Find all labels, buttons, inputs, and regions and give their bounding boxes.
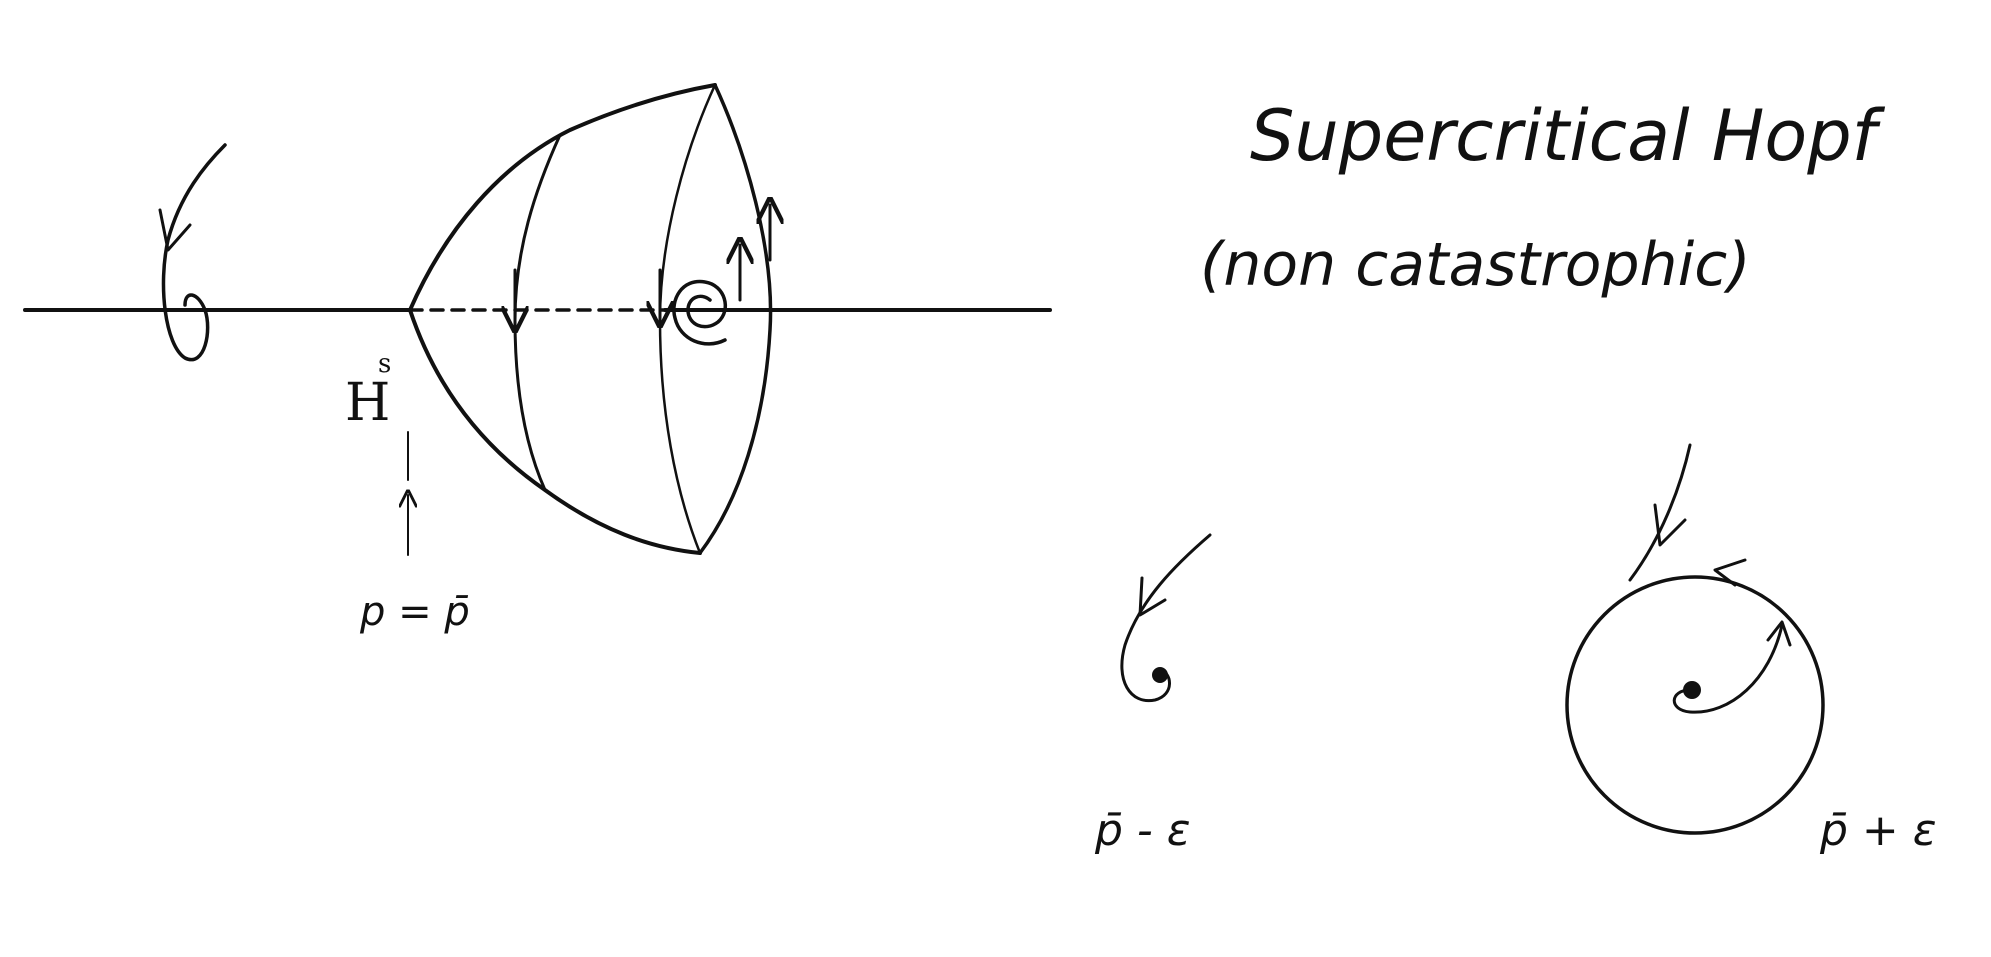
stable-focus-dot xyxy=(1152,667,1168,683)
stable-spiral-icon xyxy=(161,143,227,362)
page-subtitle: (non catastrophic) xyxy=(1200,230,1751,300)
outgoing-spiral xyxy=(1672,623,1784,714)
unstable-spiral-icon xyxy=(672,279,728,346)
title-block: Supercritical Hopf (non catastrophic) xyxy=(1200,95,1886,300)
bifurcation-sketch: H s p = p̄ xyxy=(23,83,1052,635)
incoming-trajectory xyxy=(1628,443,1692,582)
stable-spiral-trajectory xyxy=(1120,533,1212,703)
limit-cycle-envelope-lower xyxy=(408,308,702,555)
page-title: Supercritical Hopf xyxy=(1250,95,1886,177)
before-label: p̄ - ε xyxy=(1094,805,1191,856)
limit-cycle-front-edge xyxy=(698,83,773,555)
arrow-head-icon xyxy=(1766,620,1792,647)
limit-cycle-cross-section xyxy=(513,133,562,492)
after-label: p̄ + ε xyxy=(1819,805,1937,856)
limit-cycle-envelope-upper xyxy=(408,83,717,312)
parameter-label: p = p̄ xyxy=(359,589,470,635)
limit-cycle-back-edge xyxy=(658,83,717,555)
phase-portrait-before: p̄ - ε xyxy=(1094,533,1212,856)
phase-portrait-after: p̄ + ε xyxy=(1565,443,1937,856)
stable-limit-cycle xyxy=(1565,575,1825,835)
hopf-superscript: s xyxy=(378,349,391,379)
arrow-head-icon xyxy=(1713,558,1747,587)
arrow-head-icon xyxy=(158,208,192,252)
hopf-point-label: H xyxy=(345,373,390,433)
arrow-head-icon xyxy=(1653,503,1687,547)
arrow-head-icon xyxy=(1138,576,1167,617)
unstable-focus-dot xyxy=(1683,681,1701,699)
